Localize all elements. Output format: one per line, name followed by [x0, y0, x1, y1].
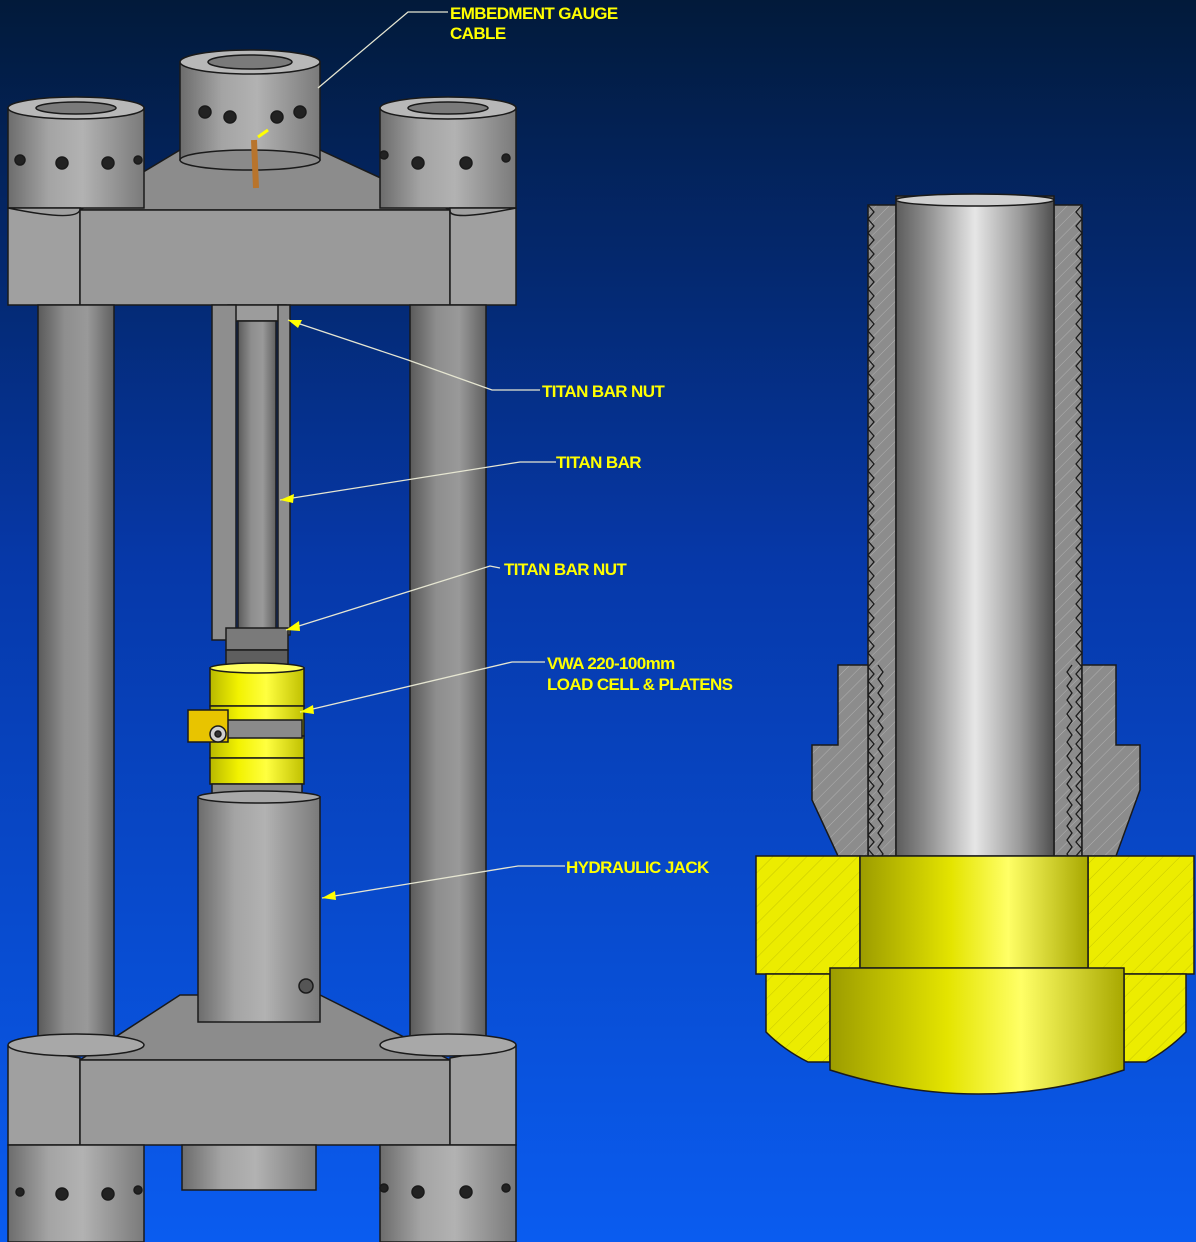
center-column-left: [211, 304, 237, 641]
lower-center-cylinder: [181, 1144, 317, 1191]
label-embedment-gauge-line2: CABLE: [450, 24, 506, 43]
leader-titan-bar: [279, 461, 556, 501]
upper-platen-bore: [859, 855, 1089, 969]
label-titan-bar-nut-top: TITAN BAR NUT: [542, 382, 665, 401]
titan-bar: [237, 320, 277, 632]
cable-marker: [257, 128, 269, 139]
label-titan-bar: TITAN BAR: [556, 453, 641, 472]
bore-top-edge: [895, 193, 1055, 207]
nut-section-left: [811, 664, 869, 857]
lower-platen-bore: [829, 967, 1125, 1095]
label-load-cell-line1: VWA 220-100mm: [547, 654, 675, 673]
thread-profile: [867, 204, 1083, 864]
load-test-frame: [7, 49, 517, 1242]
nut-section-detail: [755, 193, 1195, 1095]
titan-bar-bore: [895, 195, 1055, 857]
top-crossbeam: [7, 207, 517, 306]
label-embedment-gauge-line1: EMBEDMENT GAUGE: [450, 4, 618, 23]
upper-platen-section-right: [1087, 855, 1195, 975]
titan-bar-nut-bottom: [225, 627, 289, 669]
lower-platen-section-right: [1123, 973, 1187, 1063]
load-cell-and-platens: [187, 662, 305, 785]
label-load-cell-line2: LOAD CELL & PLATENS: [547, 675, 733, 694]
leader-load-cell: [299, 661, 545, 713]
leader-arrowheads: [280, 320, 336, 900]
embedment-gauge-cable: [251, 139, 259, 189]
lower-platen-section-left: [765, 973, 831, 1063]
label-hydraulic-jack: HYDRAULIC JACK: [566, 858, 710, 877]
hydraulic-jack: [197, 783, 321, 1023]
top-center-cylinder: [179, 49, 321, 171]
leader-titan-bar-nut-top: [287, 319, 540, 391]
leader-lines: [279, 11, 565, 899]
lower-left-end-cylinder: [7, 1144, 145, 1242]
upper-right-end-cylinder: [379, 96, 517, 209]
callout-labels: EMBEDMENT GAUGE CABLE TITAN BAR NUT TITA…: [450, 4, 733, 877]
bottom-crossbeam: [7, 1033, 517, 1146]
upper-left-end-cylinder: [7, 96, 145, 209]
leader-hydraulic-jack: [321, 865, 565, 899]
label-titan-bar-nut-bottom: TITAN BAR NUT: [504, 560, 627, 579]
center-column-right: [277, 304, 291, 636]
left-tie-rod: [37, 304, 115, 1051]
leader-embedment-gauge: [317, 11, 448, 89]
leader-titan-bar-nut-bottom: [285, 565, 501, 631]
upper-platen-section-left: [755, 855, 861, 975]
lower-right-end-cylinder: [379, 1144, 517, 1242]
